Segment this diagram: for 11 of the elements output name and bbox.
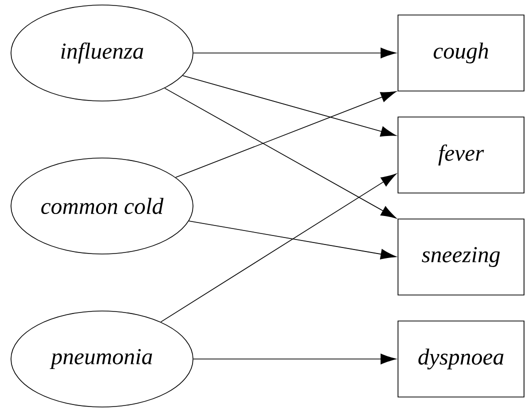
symptom-box: fever (398, 116, 524, 194)
arrow (193, 48, 396, 58)
arrow (175, 91, 396, 178)
arrow (164, 88, 396, 218)
symptom-box: sneezing (398, 218, 524, 296)
arrow (193, 354, 396, 364)
symptom-box: cough (398, 14, 524, 92)
arrow (160, 174, 396, 322)
arrow (188, 220, 396, 260)
symptom-box: dyspnoea (398, 320, 524, 398)
arrow (182, 75, 396, 137)
